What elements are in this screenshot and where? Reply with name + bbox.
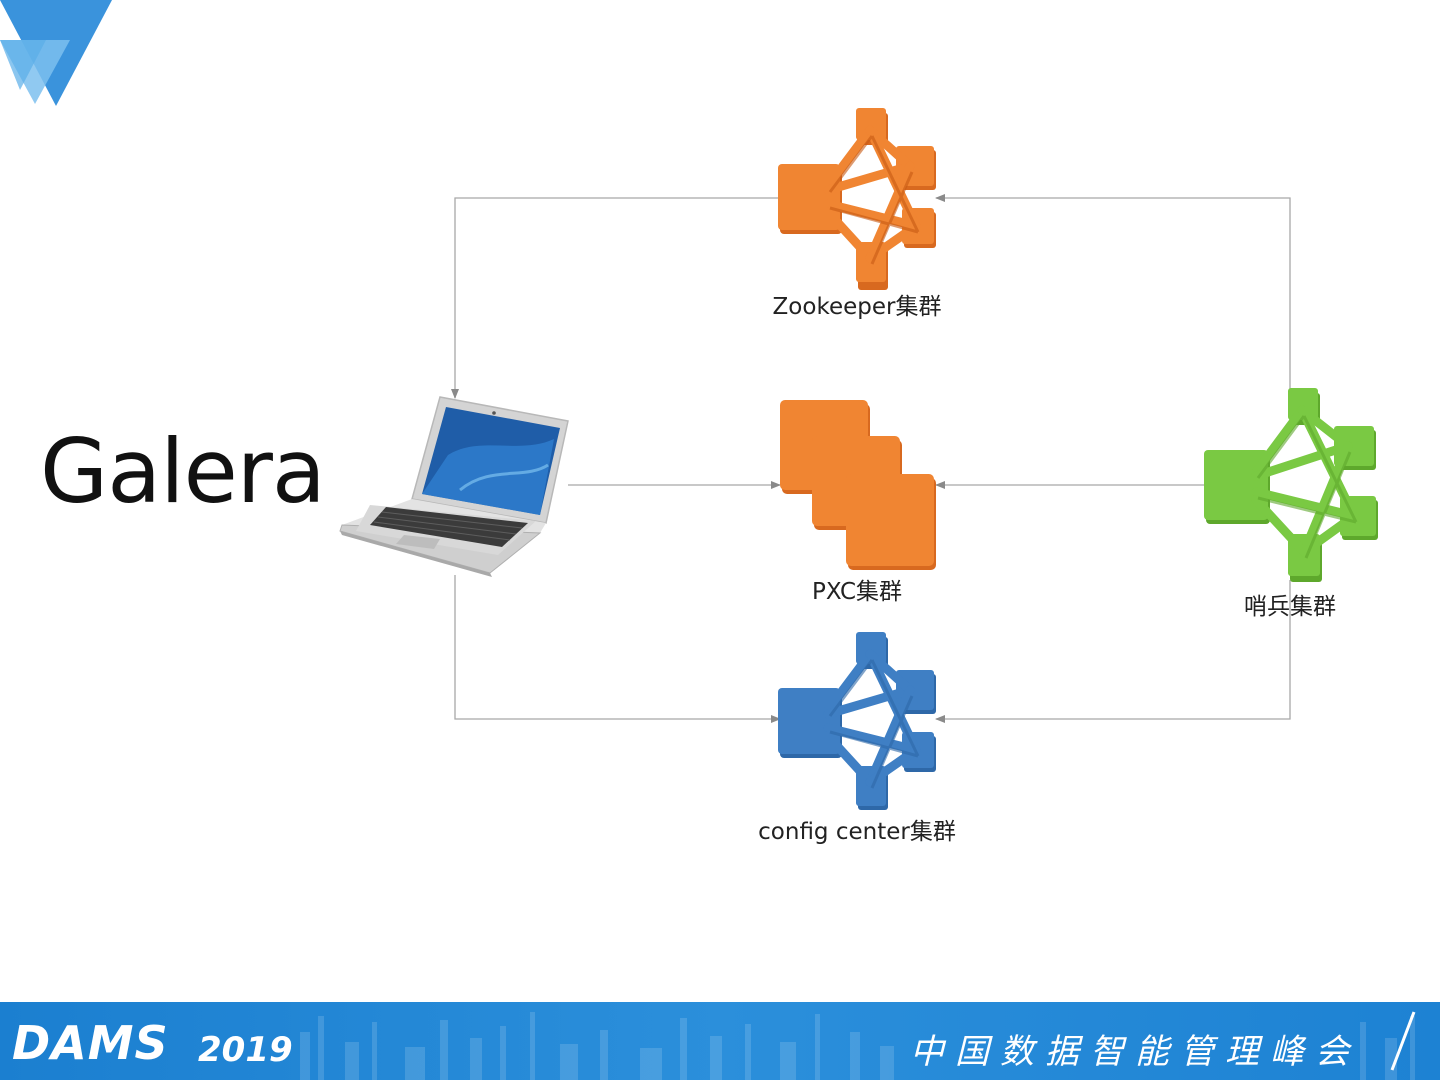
connector-zookeeper-to-client [451, 197, 780, 399]
footer-brand: DAMS [12, 1016, 169, 1070]
connector-sentinel-to-config [935, 580, 1291, 723]
footer-banner: DAMS 2019 中国数据智能管理峰会 [0, 1002, 1440, 1080]
pxc-stacked-instances-icon [780, 400, 936, 570]
config-center-label: config center集群 [758, 819, 956, 845]
footer-year: 2019 [198, 1030, 293, 1070]
laptop-icon [339, 396, 569, 577]
footer-summit-name: 中国数据智能管理峰会 [910, 1032, 1360, 1072]
corner-logo-icon [0, 0, 112, 106]
connector-client-to-config [454, 575, 781, 723]
sentinel-label: 哨兵集群 [1244, 594, 1336, 620]
slash-decoration-icon [1390, 1011, 1416, 1071]
connector-sentinel-to-zookeeper [935, 194, 1291, 390]
zookeeper-cluster-icon [778, 108, 936, 290]
zookeeper-label: Zookeeper集群 [772, 294, 942, 320]
pxc-label: PXC集群 [811, 579, 903, 605]
config-center-cluster-icon [778, 632, 936, 810]
connectors [451, 194, 1291, 723]
architecture-diagram [339, 108, 1378, 810]
city-skyline-decoration [300, 1012, 1415, 1080]
slide-title: Galera [40, 420, 326, 523]
sentinel-cluster-icon [1204, 388, 1378, 582]
